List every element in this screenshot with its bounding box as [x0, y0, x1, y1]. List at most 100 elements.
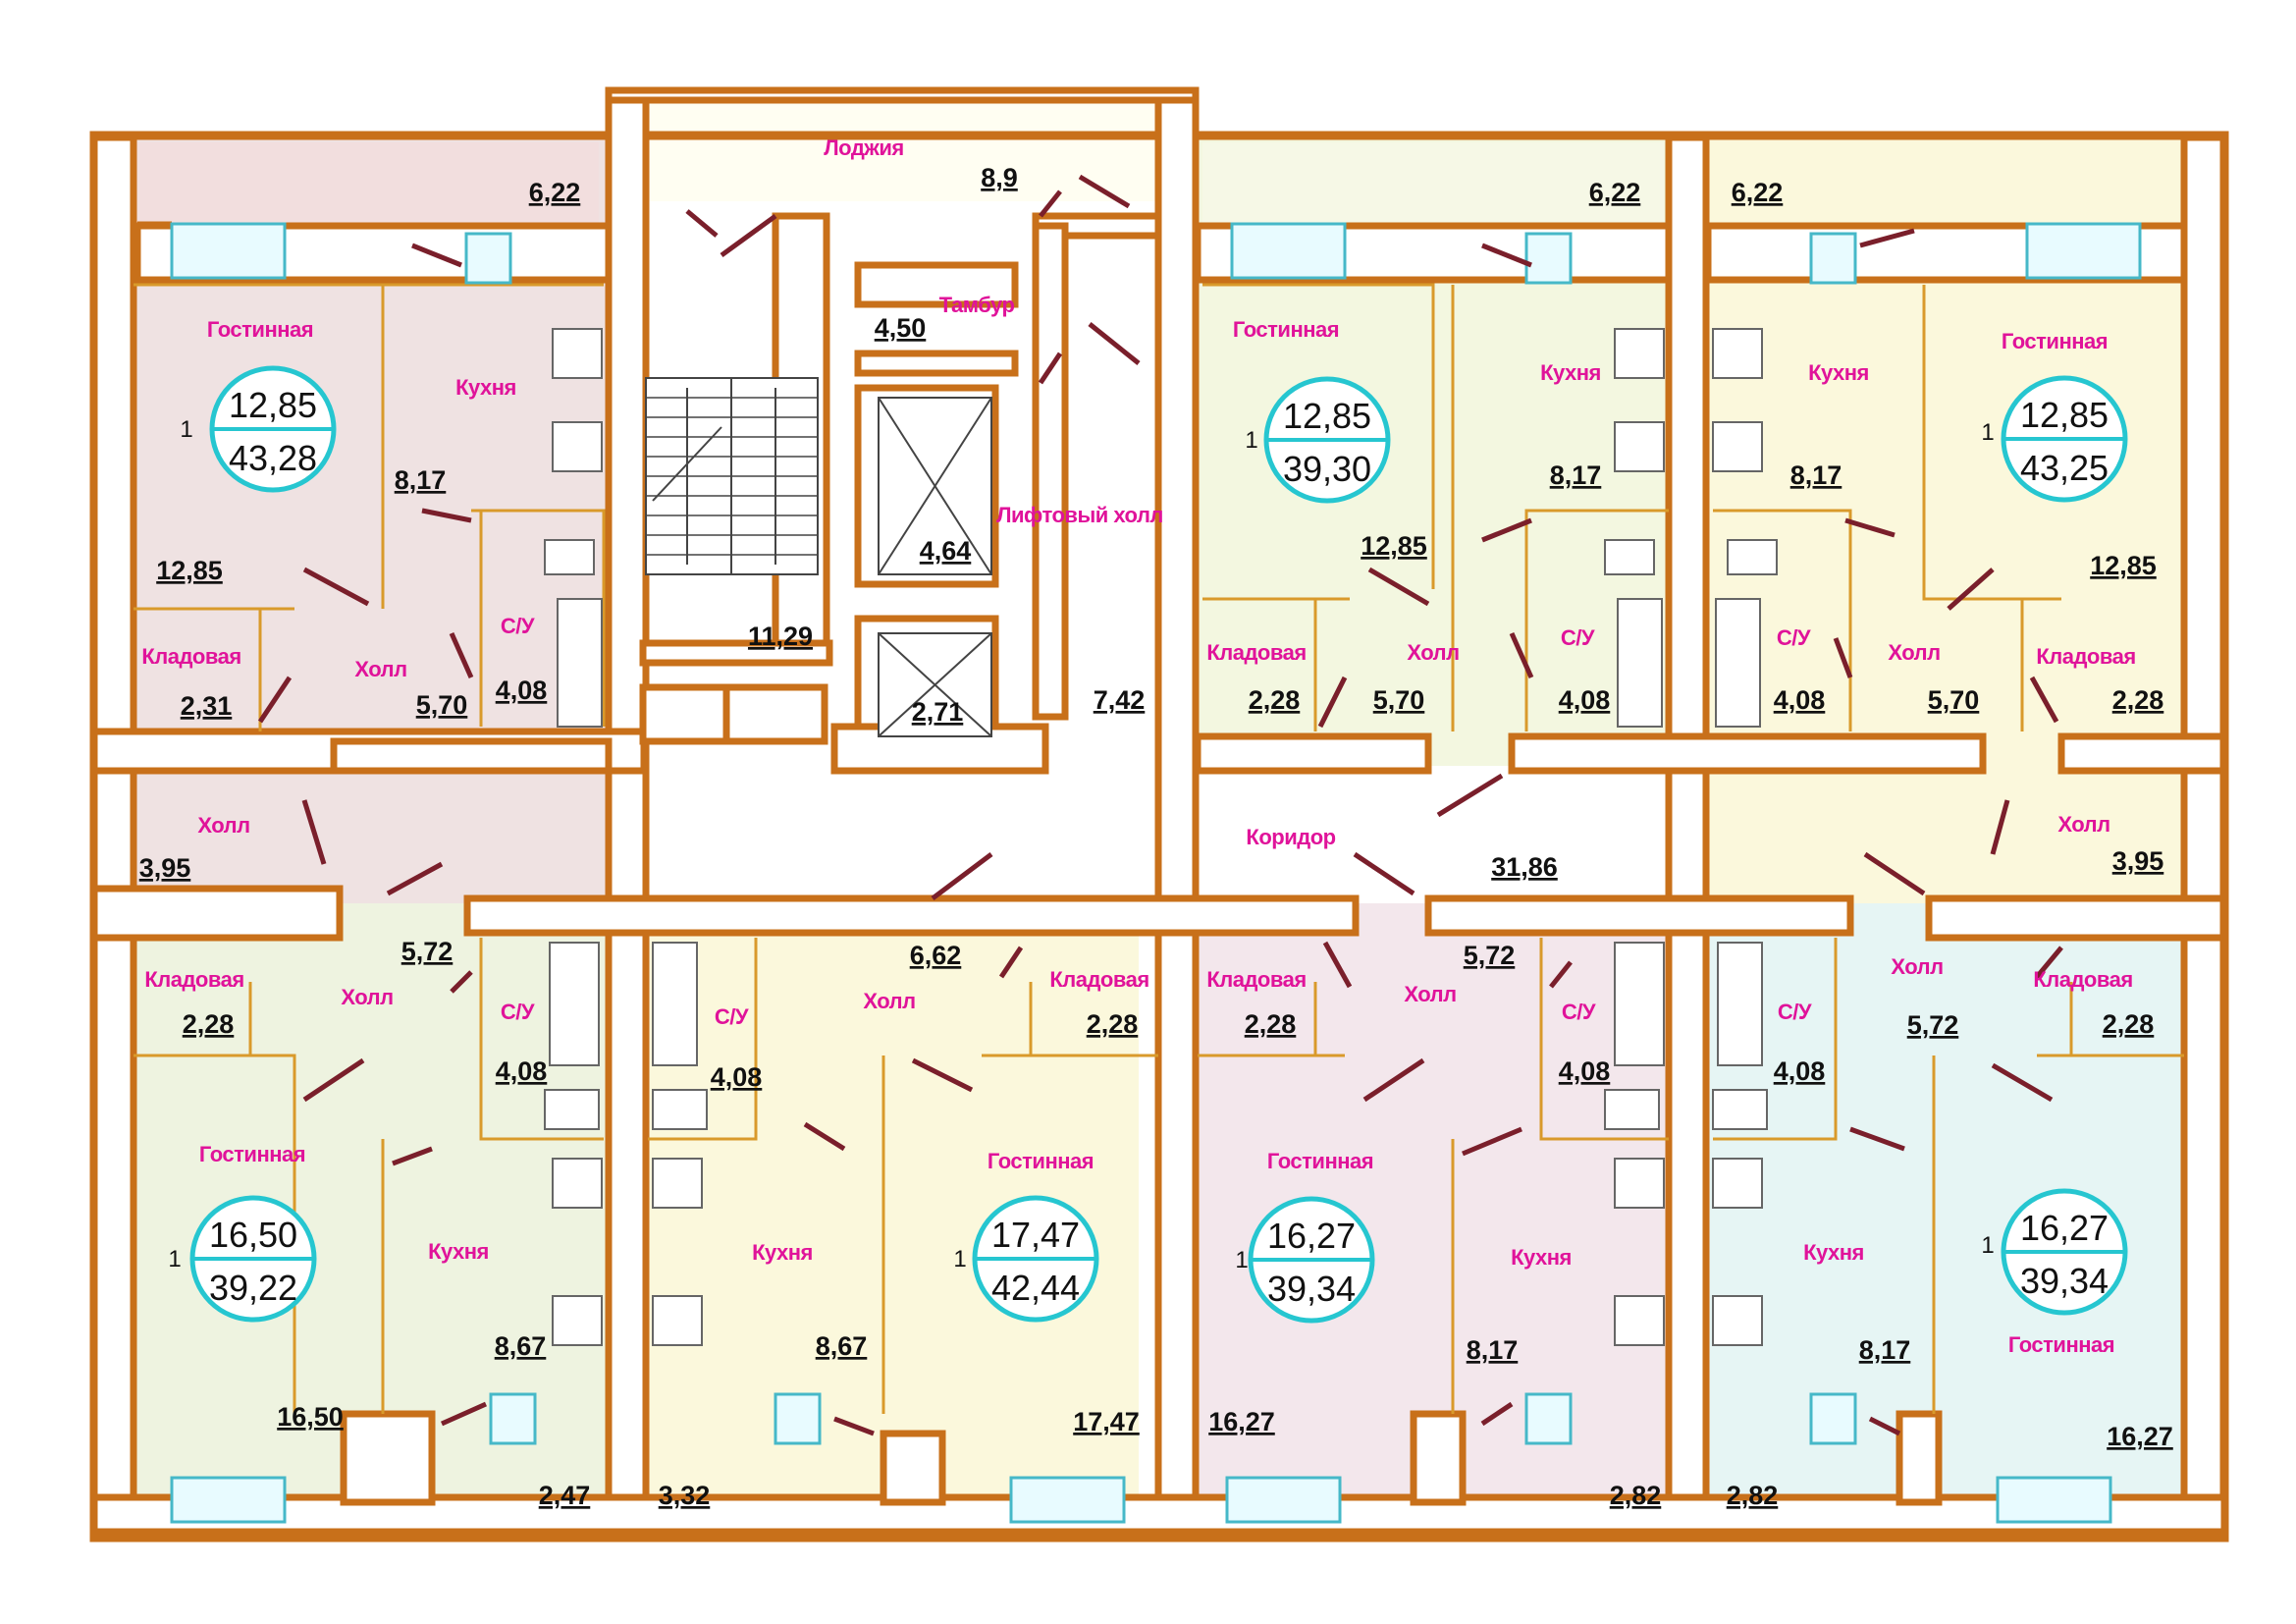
room-label-b2-hall: Холл	[863, 989, 915, 1013]
total-area: 43,25	[2020, 448, 2109, 488]
area-value: 4,08	[1559, 1056, 1611, 1086]
total-area: 43,28	[229, 438, 317, 478]
room-count: 1	[953, 1246, 966, 1272]
room-label-b2-kitchen: Кухня	[752, 1240, 813, 1265]
area-value: 2,82	[1727, 1481, 1779, 1510]
living-area: 16,50	[209, 1215, 297, 1255]
room-count: 1	[168, 1246, 181, 1272]
room-count: 1	[1981, 1232, 1994, 1259]
room-label-a3-hall: Холл	[1888, 640, 1940, 665]
apt-a2-badge: 12,85 39,30 1	[1245, 376, 1391, 504]
area-value: 5,70	[416, 690, 468, 720]
area-value: 2,47	[539, 1481, 591, 1510]
area-value: 8,67	[495, 1331, 547, 1361]
room-label-b1-kitchen: Кухня	[428, 1239, 489, 1264]
area-value: 6,22	[1732, 178, 1784, 207]
room-label-lift-hall: Лифтовый холл	[996, 503, 1163, 527]
total-area: 39,34	[1267, 1269, 1356, 1309]
area-value: 4,08	[496, 676, 548, 705]
room-label-a2-wc: С/У	[1561, 625, 1595, 650]
elevator-shafts	[878, 397, 992, 737]
area-value: 2,71	[912, 697, 964, 727]
room-label-b3-storage: Кладовая	[1206, 967, 1306, 992]
room-label-corridor: Коридор	[1246, 825, 1335, 849]
fixtures	[544, 328, 1778, 1346]
room-label-a2-kitchen: Кухня	[1540, 360, 1601, 385]
apt-b1-badge: 16,50 39,22 1	[168, 1195, 317, 1323]
living-area: 12,85	[2020, 395, 2109, 435]
area-value: 2,28	[183, 1009, 235, 1039]
room-label-b4-kitchen: Кухня	[1803, 1240, 1864, 1265]
area-value: 7,42	[1094, 685, 1146, 715]
room-label-a1-kitchen: Кухня	[455, 375, 516, 400]
area-value: 4,64	[920, 536, 972, 566]
room-label-a2-hall: Холл	[1407, 640, 1459, 665]
living-area: 16,27	[1267, 1216, 1356, 1256]
room-label-loggia-top: Лоджия	[824, 135, 904, 160]
door-swings	[257, 174, 2063, 1436]
area-value: 2,28	[2103, 1009, 2155, 1039]
total-area: 39,22	[209, 1268, 297, 1308]
area-value: 4,50	[875, 313, 927, 343]
room-label-b3-hall: Холл	[1404, 982, 1456, 1006]
area-value: 8,17	[1467, 1335, 1519, 1365]
living-area: 17,47	[991, 1215, 1080, 1255]
area-value: 6,22	[1589, 178, 1641, 207]
total-area: 39,34	[2020, 1261, 2109, 1301]
area-value: 12,85	[2090, 551, 2157, 580]
area-value: 3,32	[659, 1481, 711, 1510]
area-value: 2,28	[1249, 685, 1301, 715]
room-count: 1	[1245, 427, 1257, 454]
room-label-a3-wc: С/У	[1777, 625, 1811, 650]
area-value: 2,28	[1245, 1009, 1297, 1039]
area-value: 4,08	[496, 1056, 548, 1086]
area-value: 4,08	[1559, 685, 1611, 715]
staircase	[645, 377, 819, 575]
area-value: 2,28	[2112, 685, 2164, 715]
total-area: 39,30	[1283, 449, 1371, 489]
room-label-a1-wc: С/У	[501, 614, 535, 638]
apt-b2-badge: 17,47 42,44 1	[953, 1195, 1099, 1323]
windows	[170, 222, 2142, 1524]
room-label-b4-hall: Холл	[1891, 954, 1943, 979]
area-value: 3,95	[2112, 846, 2164, 876]
room-label-a1-living: Гостинная	[207, 317, 313, 342]
area-value: 5,72	[401, 937, 454, 966]
room-label-a1-storage: Кладовая	[141, 644, 240, 669]
area-value: 8,17	[1790, 460, 1842, 490]
room-label-a3-living: Гостинная	[2002, 329, 2108, 353]
area-value: 6,22	[529, 178, 581, 207]
room-label-b3-kitchen: Кухня	[1511, 1245, 1572, 1270]
area-value: 8,67	[816, 1331, 868, 1361]
living-area: 12,85	[1283, 396, 1371, 436]
area-value: 8,9	[981, 163, 1018, 192]
area-value: 16,27	[1208, 1407, 1275, 1436]
room-label-tambur: Тамбур	[939, 293, 1015, 317]
area-value: 12,85	[156, 556, 223, 585]
room-label-a1-hall2: Холл	[197, 813, 249, 838]
area-value: 2,82	[1610, 1481, 1662, 1510]
room-label-a3-storage: Кладовая	[2036, 644, 2135, 669]
room-label-b2-wc: С/У	[715, 1004, 749, 1029]
area-value: 4,08	[1774, 1056, 1826, 1086]
room-label-b1-living: Гостинная	[199, 1142, 305, 1166]
area-value: 5,70	[1928, 685, 1980, 715]
room-label-b3-living: Гостинная	[1267, 1149, 1373, 1173]
room-label-a3-kitchen: Кухня	[1808, 360, 1869, 385]
room-label-a1-hall: Холл	[354, 657, 406, 681]
area-value: 5,72	[1464, 941, 1516, 970]
area-value: 8,17	[1859, 1335, 1911, 1365]
room-count: 1	[1981, 419, 1994, 446]
room-label-b4-living: Гостинная	[2008, 1332, 2114, 1357]
area-value: 16,27	[2107, 1422, 2173, 1451]
area-value: 31,86	[1491, 852, 1558, 882]
area-value: 2,28	[1087, 1009, 1139, 1039]
total-area: 42,44	[991, 1268, 1080, 1308]
area-value: 8,17	[395, 465, 447, 495]
